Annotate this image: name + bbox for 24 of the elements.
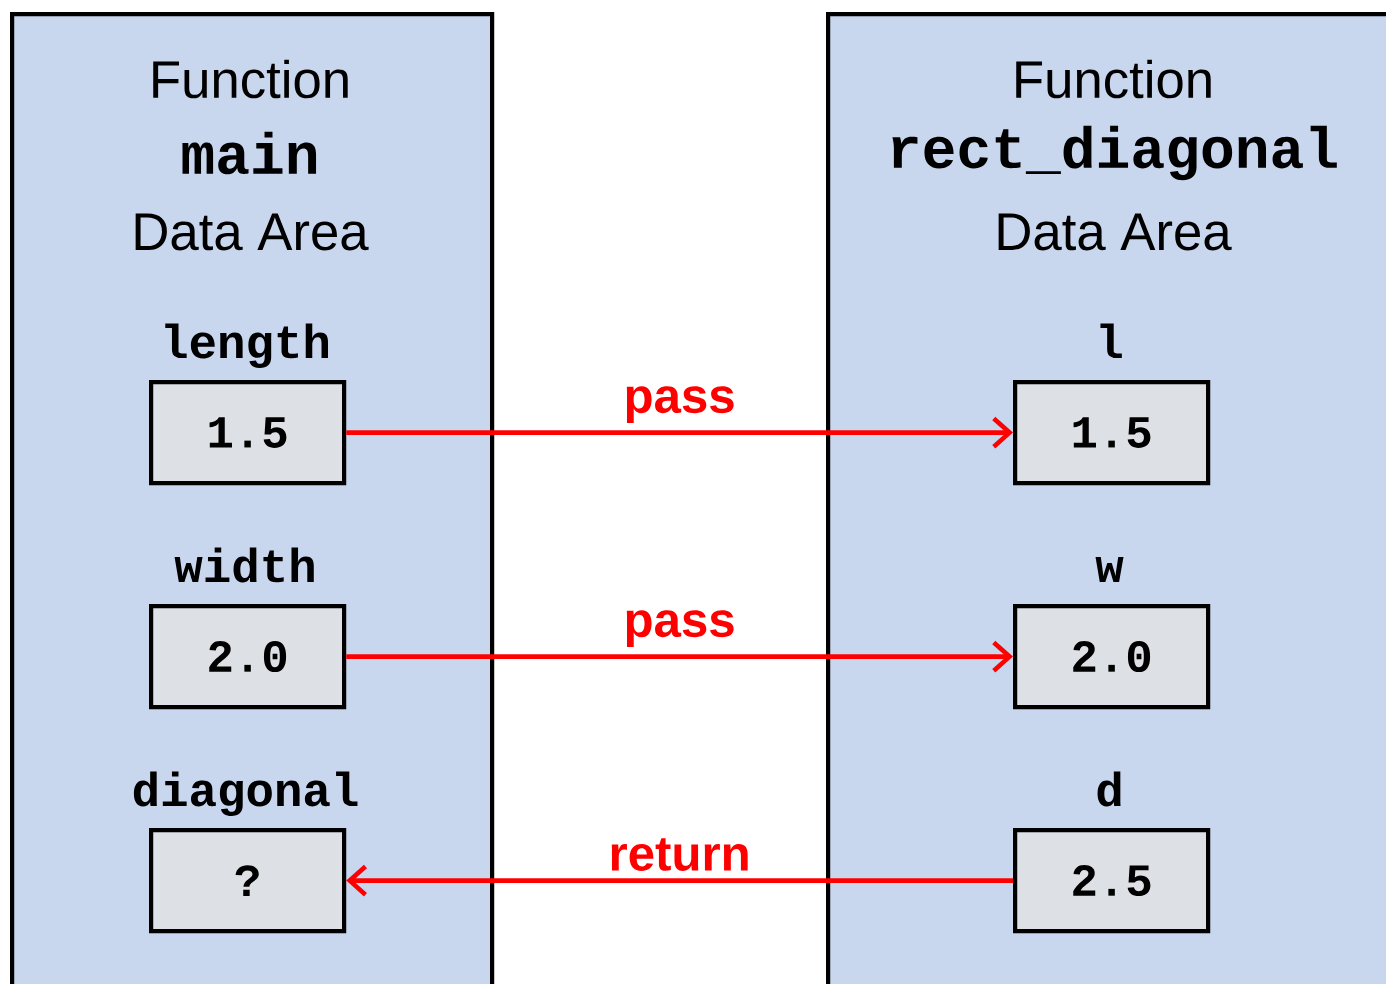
variable-name: width — [174, 547, 314, 583]
edge-label: pass — [626, 610, 734, 647]
edge-label: return — [611, 838, 748, 871]
value-box: 1.5 — [1013, 380, 1211, 486]
value-box: 1.5 — [149, 380, 347, 486]
panel-heading: Data Area — [135, 213, 369, 251]
panel-heading: Function — [1016, 59, 1211, 99]
panel-heading: main — [182, 131, 317, 175]
variable-name: d — [1097, 771, 1121, 807]
value-box: 2.5 — [1013, 828, 1211, 934]
value-box: ? — [149, 828, 347, 934]
panel-heading: rect_diagonal — [892, 125, 1337, 181]
panel-heading: Data Area — [998, 213, 1232, 251]
arrow — [346, 640, 1013, 673]
edge-label: pass — [626, 386, 734, 423]
variable-name: diagonal — [133, 771, 358, 817]
arrow — [346, 416, 1013, 449]
variable-name: w — [1095, 556, 1124, 582]
arrow — [346, 864, 1013, 897]
variable-name: length — [165, 323, 328, 369]
value-box: 2.0 — [149, 604, 347, 710]
variable-name: l — [1100, 323, 1122, 358]
value-box: 2.0 — [1013, 604, 1211, 710]
panel-heading: Function — [153, 59, 348, 99]
